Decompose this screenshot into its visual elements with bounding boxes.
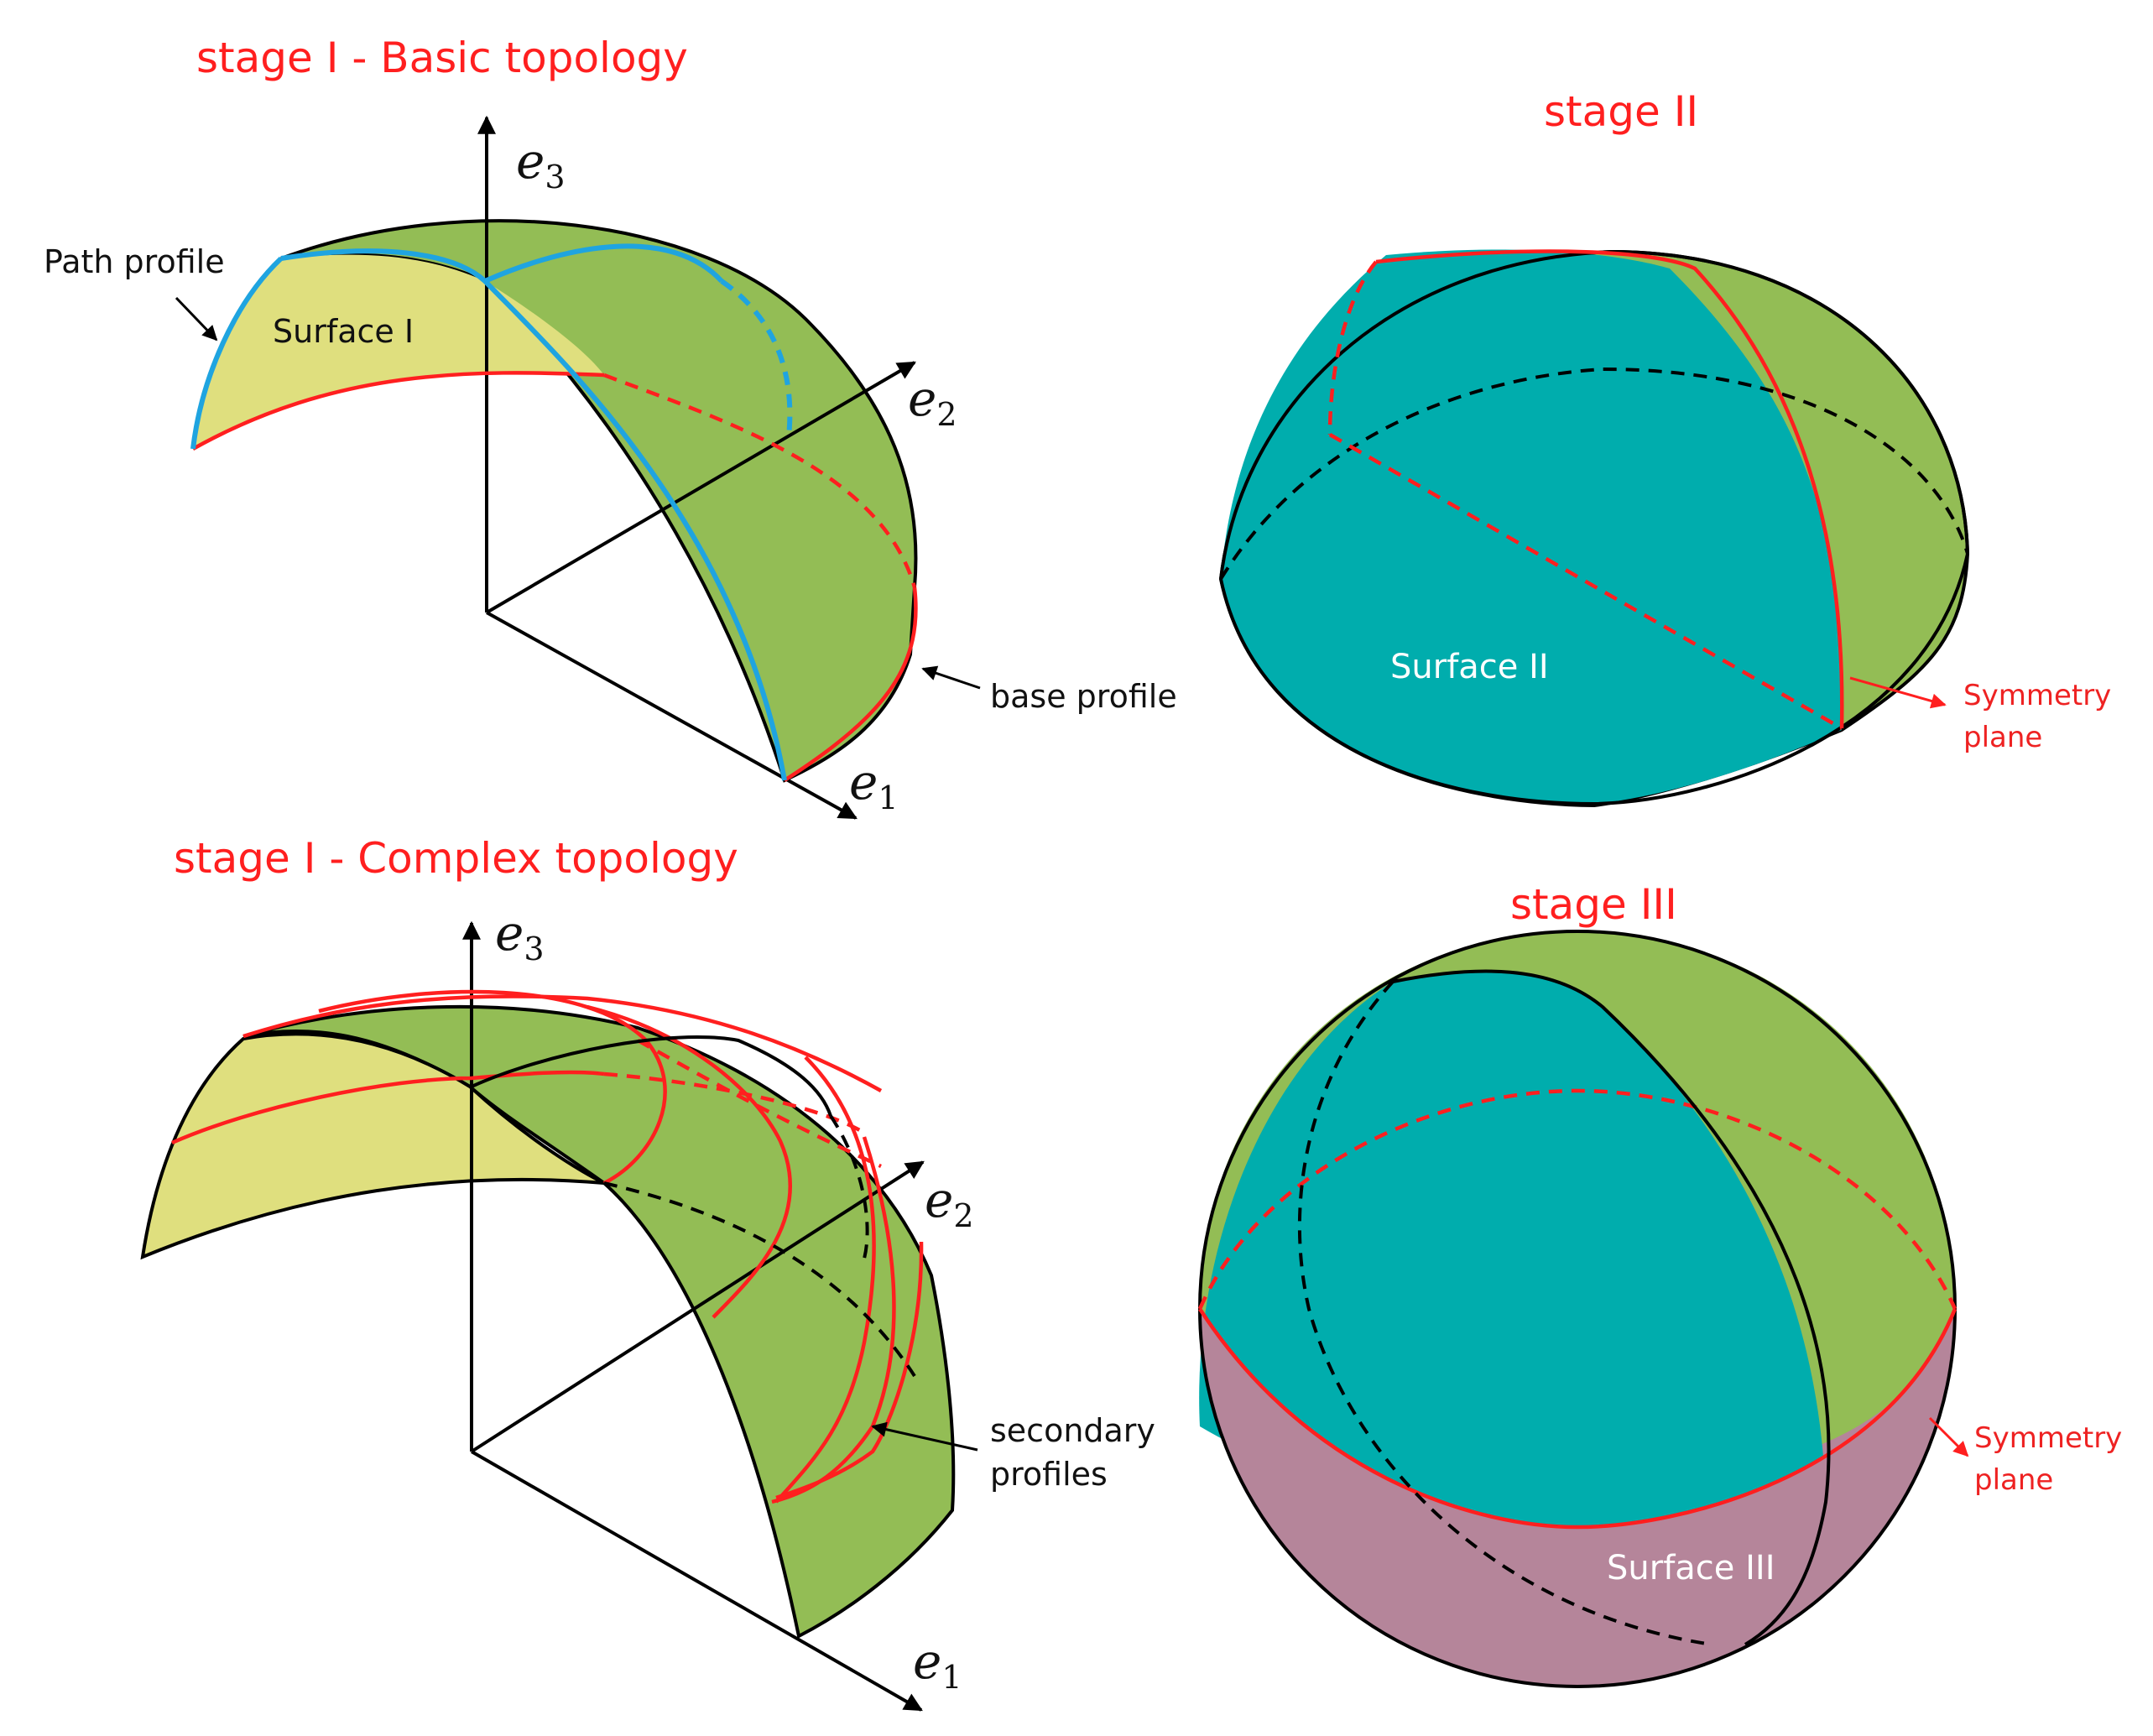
symmetry-arc-hidden [1327,260,1378,435]
profile-arc-visible [471,1035,832,1117]
panel-basic-topology: stage I - Basic topology Path profile Su… [44,34,1177,820]
base-profile-top-hidden [603,373,917,588]
path-profile-left [190,256,284,450]
path-profile-hidden [720,279,793,437]
panel-title: stage I - Complex topology [174,834,738,883]
symmetry-diagonal-hidden [1328,433,1843,730]
panel-stage-ii: stage II Surface II Symmetry plane [1218,87,2111,808]
equator-back [1197,1088,1958,1310]
base-profile-front [783,586,918,782]
axis-e3-label: e3 [516,133,566,195]
base-arc-hidden [603,1181,916,1378]
path-profile-main [280,248,787,781]
panel-title: stage I - Basic topology [196,34,688,82]
axis-e1-label: e1 [849,753,899,816]
lower-hemisphere-mauve [1200,1309,1955,1686]
path-profile-right [483,243,724,284]
axis-e2-line [470,1160,925,1453]
profile-arc-hidden [829,1114,869,1259]
symmetry-label-line1: Symmetry [1963,679,2111,712]
panel-title: stage III [1510,880,1677,929]
surface-i [193,254,604,449]
axis-e2-label: e2 [908,370,957,433]
secondary-loop-3 [774,1056,876,1504]
dome-outline-bottom [1219,553,1969,806]
symmetry-arrow [1928,1416,1969,1457]
surface-i-label: Surface I [273,313,414,350]
symmetry-label-line2: plane [1974,1463,2053,1497]
path-profile-arrow [175,296,218,341]
surface-ii [1221,249,1843,804]
complex-yellow-surface [140,1032,605,1260]
axis-e1-label: e1 [913,1633,962,1696]
symmetry-label-line2: plane [1963,721,2042,754]
secondary-loop-5 [775,1241,924,1500]
secondary-profiles-arrow [871,1421,978,1452]
symmetry-arc [1375,249,1844,729]
meridian-front [1392,969,1831,1646]
panel-complex-topology: stage I - Complex topology secondary pro… [140,834,1155,1712]
secondary-hidden-1 [636,1039,882,1169]
teal-lune [1199,971,1826,1527]
base-profile-top [191,371,605,451]
base-profile-label: base profile [990,678,1177,715]
meridian-hidden [1297,980,1712,1646]
surface-iii-label: Surface III [1607,1549,1775,1587]
secondary-profiles-label-line2: profiles [990,1456,1108,1493]
symmetry-label-line1: Symmetry [1974,1421,2122,1455]
axis-e2-label: e2 [925,1171,974,1234]
secondary-profiles-label-line1: secondary [990,1412,1155,1449]
equator-front [1198,1307,1958,1530]
ridge-profile [242,994,883,1092]
axis-e2-line [485,361,916,614]
axis-e3-label: e3 [495,904,545,967]
surface-ii-label: Surface II [1390,648,1549,686]
secondary-loop-1 [318,989,667,1186]
secondary-profile-yellow [171,1070,605,1145]
base-profile-arrow [921,665,981,690]
path-profile-label: Path profile [44,243,225,280]
equator-hidden [1219,367,1969,581]
axis-e1-line [471,1450,923,1712]
symmetry-arrow [1849,676,1947,709]
panel-title: stage II [1544,87,1698,136]
axis-e1-line [486,611,858,820]
panel-stage-iii: stage III Surface III Symmetry plane [1197,880,2122,1688]
